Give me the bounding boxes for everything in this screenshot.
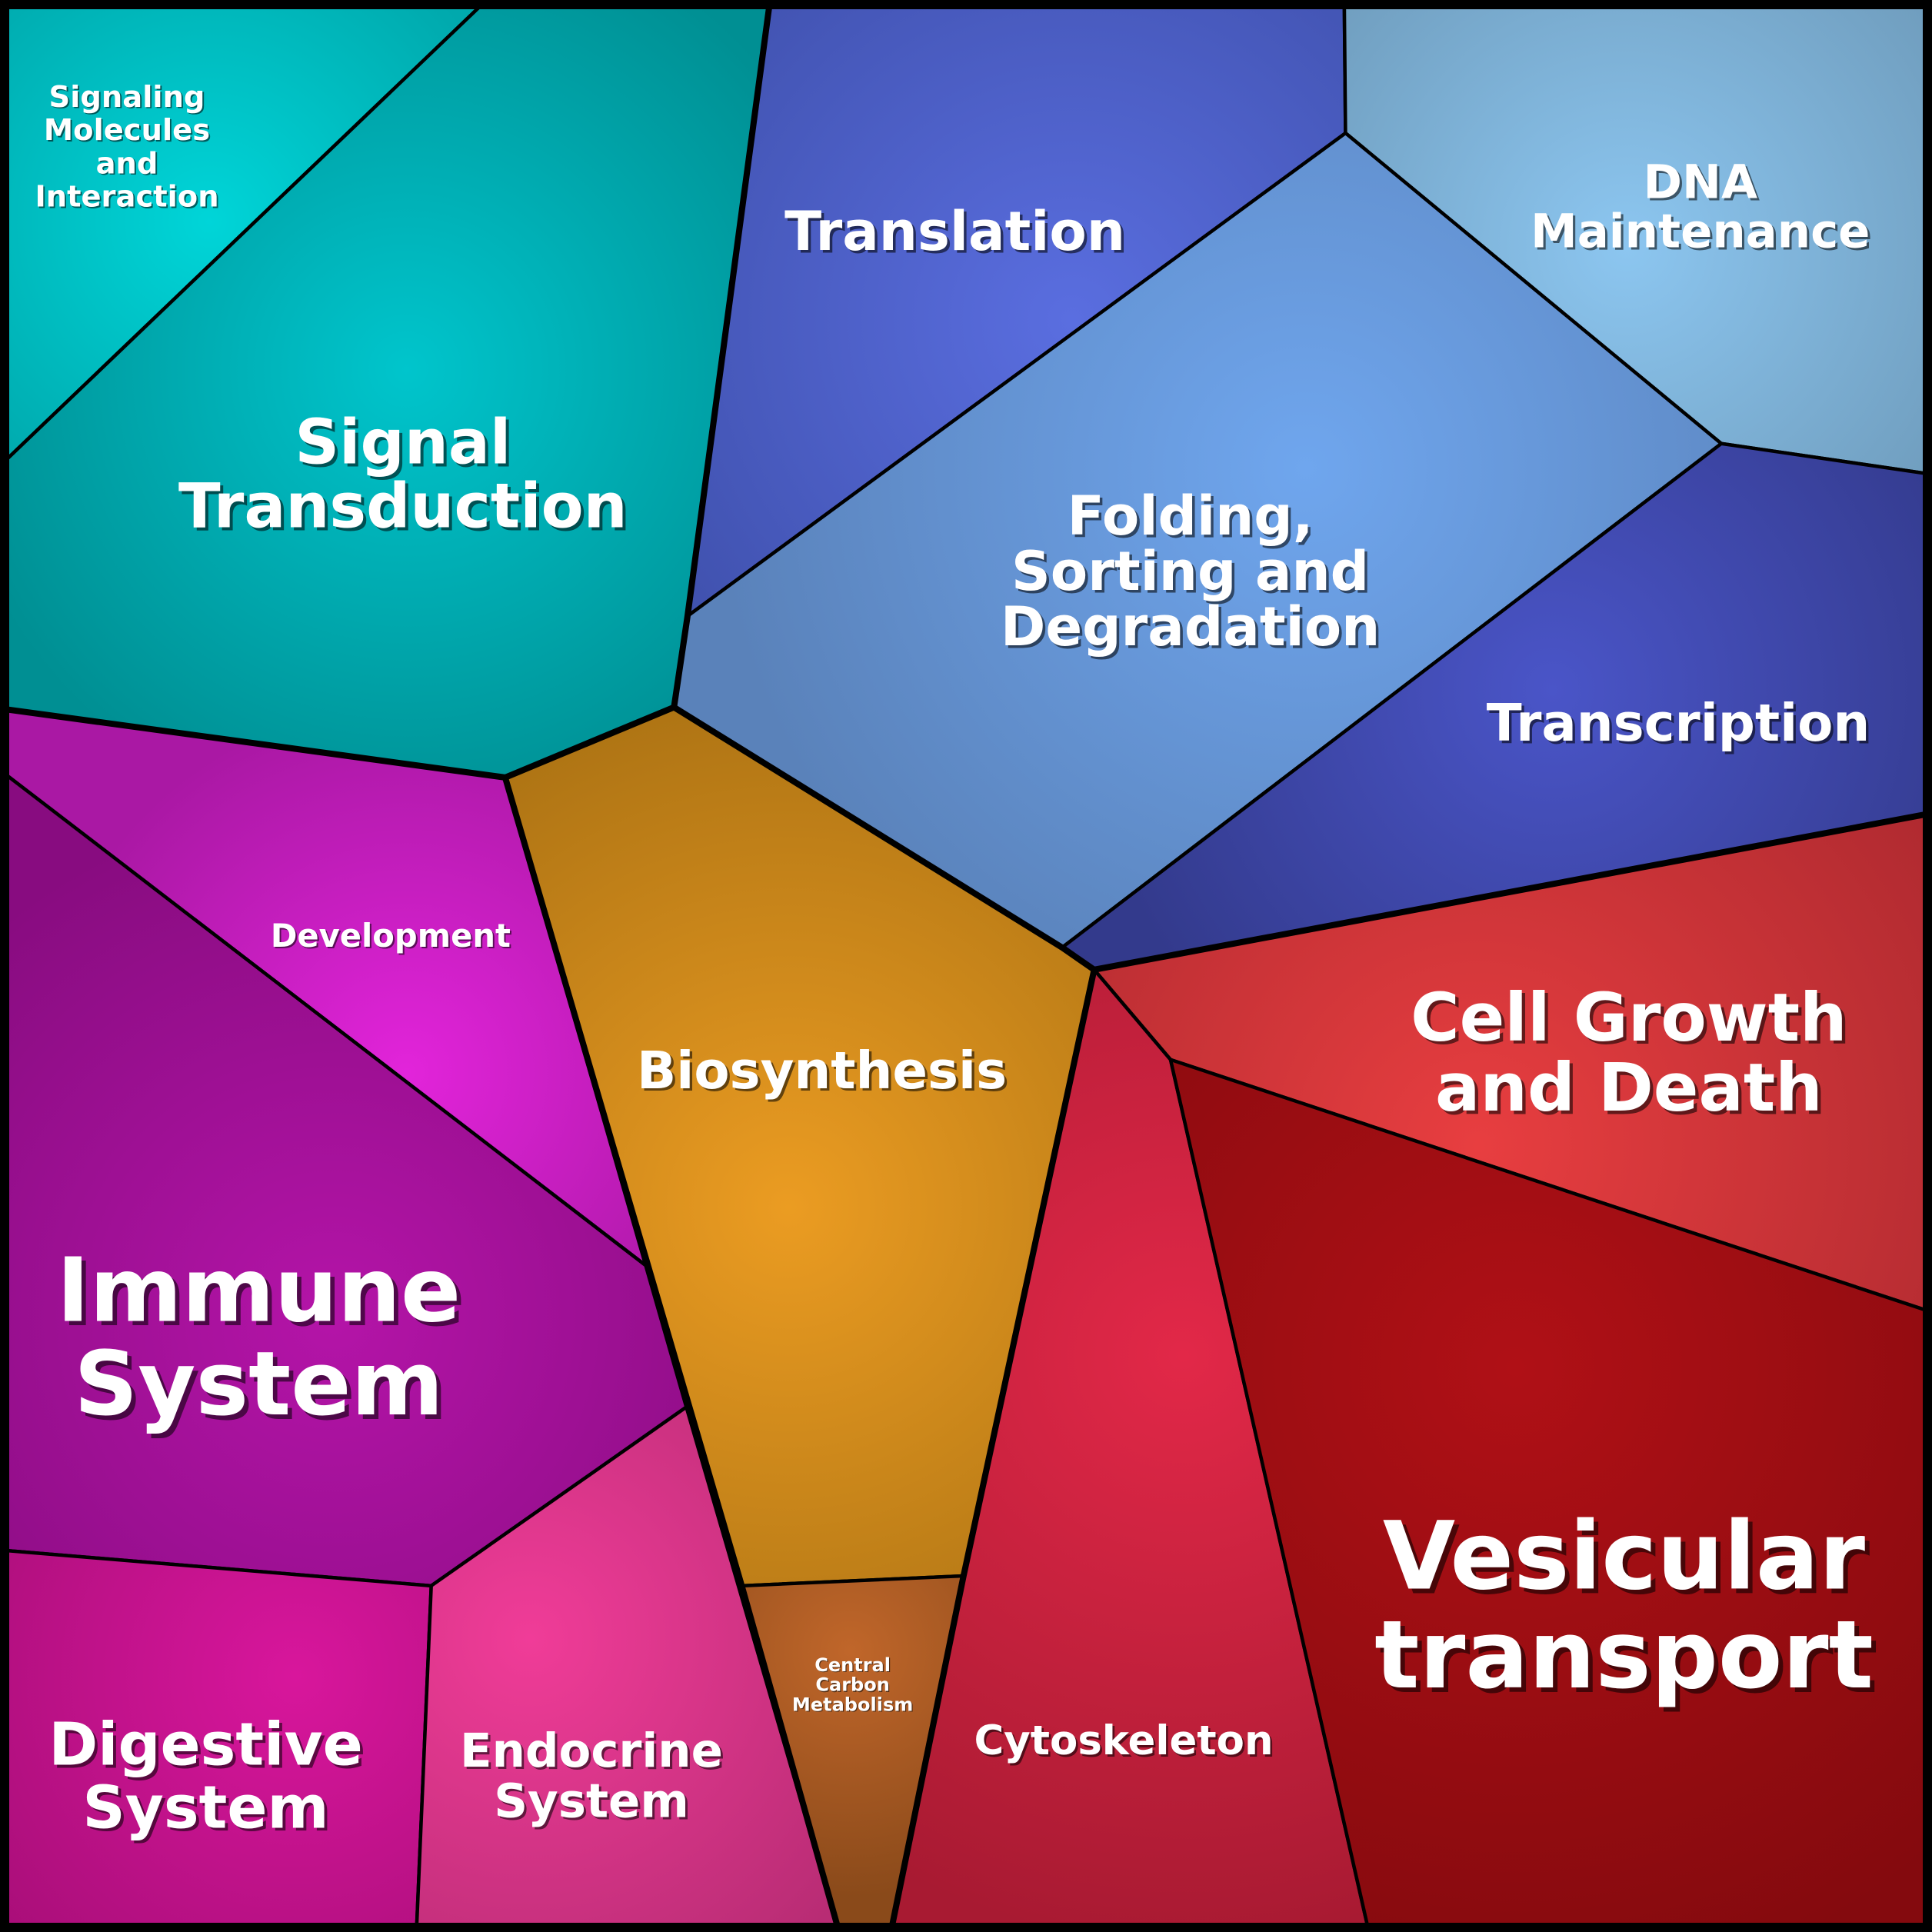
label-line: Endocrine <box>460 1724 723 1778</box>
label-shadow-line: Translation <box>788 202 1128 265</box>
label-line: DNA <box>1644 155 1758 209</box>
cell-endocrine-system <box>415 1405 841 1932</box>
major-boundary <box>888 968 1098 1932</box>
label-line: Cytoskeleton <box>974 1717 1274 1764</box>
label-line: Interaction <box>35 180 218 215</box>
labels-layer: SignalingMoleculesandInteractionSignalin… <box>35 80 1877 1845</box>
cell-vesicular-transport <box>1168 1058 1932 1932</box>
label-shadow-line: Cell Growth <box>1414 983 1850 1060</box>
label-shadow-line: Carbon <box>817 1675 891 1697</box>
cell-label-signaling-molecules: SignalingMoleculesandInteractionSignalin… <box>35 80 220 216</box>
label-line: Transduction <box>178 471 628 542</box>
label-line: and Death <box>1435 1050 1823 1127</box>
label-shadow-line: Folding, <box>1070 488 1316 551</box>
label-line: Development <box>271 917 511 954</box>
label-shadow-line: Signal <box>298 409 514 481</box>
label-line: System <box>82 1774 328 1842</box>
label-line: System <box>74 1333 443 1436</box>
label-shadow-line: Signaling <box>50 82 206 116</box>
cell-label-folding-sorting: Folding,Sorting andDegradationFolding,So… <box>1001 485 1383 661</box>
label-shadow-line: System <box>78 1337 448 1441</box>
label-line: Immune <box>57 1239 461 1342</box>
label-shadow-line: Endocrine <box>462 1726 725 1780</box>
label-shadow-line: Biosynthesis <box>639 1043 1009 1103</box>
label-line: Cell Growth <box>1411 980 1847 1057</box>
major-boundary <box>0 704 1932 973</box>
label-shadow-line: System <box>496 1777 691 1831</box>
label-shadow-line: and <box>98 148 160 182</box>
label-line: Vesicular <box>1383 1502 1865 1611</box>
label-line: Biosynthesis <box>637 1041 1007 1101</box>
label-shadow-line: DNA <box>1646 157 1760 212</box>
label-line: Degradation <box>1001 595 1380 658</box>
label-line: Sorting and <box>1011 540 1369 603</box>
label-shadow-line: Sorting and <box>1014 543 1372 606</box>
label-shadow-line: Interaction <box>36 181 220 215</box>
label-shadow-line: Transcription <box>1489 695 1873 755</box>
label-line: Signal <box>295 406 511 478</box>
label-shadow-line: Immune <box>61 1244 465 1347</box>
label-line: Central <box>814 1654 891 1676</box>
major-boundary <box>501 776 842 1932</box>
label-shadow-line: Development <box>272 918 512 956</box>
label-line: Signaling <box>49 80 205 115</box>
label-line: transport <box>1374 1601 1874 1710</box>
label-line: Maintenance <box>1531 204 1870 258</box>
label-shadow-line: Cytoskeleton <box>976 1720 1275 1767</box>
cell-digestive-system <box>0 1548 433 1932</box>
label-line: Translation <box>784 200 1125 263</box>
label-shadow-line: and Death <box>1438 1053 1826 1130</box>
label-line: Folding, <box>1068 485 1314 548</box>
label-line: Transcription <box>1487 693 1870 753</box>
label-shadow-line: Transduction <box>182 474 631 545</box>
label-line: Digestive <box>48 1711 362 1780</box>
label-line: Metabolism <box>792 1694 913 1715</box>
label-shadow-line: Molecules <box>45 115 212 149</box>
cell-label-central-carbon: CentralCarbonMetabolismCentralCarbonMeta… <box>792 1654 914 1716</box>
label-line: and <box>96 146 158 181</box>
major-boundary <box>671 0 774 708</box>
label-line: Molecules <box>44 113 210 148</box>
label-shadow-line: Maintenance <box>1533 207 1872 261</box>
label-shadow-line: transport <box>1379 1605 1878 1714</box>
label-shadow-line: System <box>85 1777 331 1845</box>
label-shadow-line: Digestive <box>52 1714 365 1782</box>
label-line: Carbon <box>815 1674 889 1696</box>
label-shadow-line: Central <box>815 1655 891 1677</box>
label-line: System <box>494 1774 689 1828</box>
label-shadow-line: Metabolism <box>793 1694 914 1716</box>
label-shadow-line: Degradation <box>1003 598 1382 661</box>
label-shadow-line: Vesicular <box>1387 1507 1870 1616</box>
